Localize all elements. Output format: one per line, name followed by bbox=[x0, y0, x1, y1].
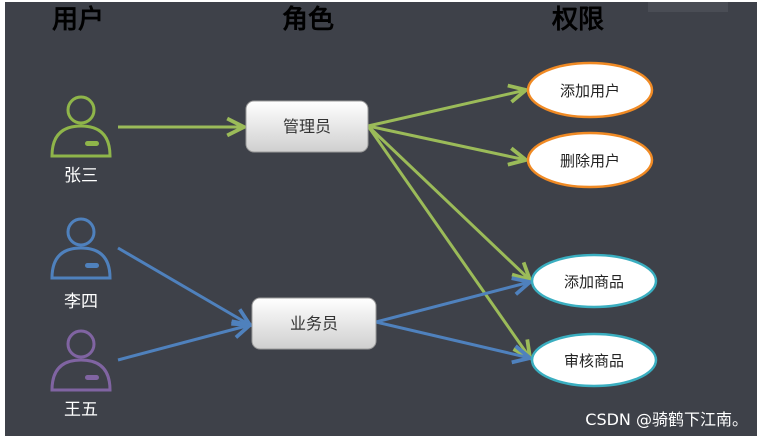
perm-label: 添加用户 bbox=[560, 82, 620, 100]
link-admin-add-user bbox=[367, 90, 526, 128]
user-name: 张三 bbox=[64, 166, 98, 186]
link-admin-review-goods bbox=[366, 125, 530, 358]
role-box bbox=[251, 297, 377, 350]
link-wangwu-staff bbox=[117, 325, 250, 362]
user-body-icon bbox=[50, 124, 112, 158]
user-icon bbox=[66, 217, 96, 247]
heading-roles: 角色 bbox=[282, 4, 334, 35]
link-staff-review-goods bbox=[375, 320, 530, 358]
perm-ellipse bbox=[530, 253, 658, 309]
perm-ellipse bbox=[526, 131, 654, 189]
admin-links bbox=[118, 90, 530, 358]
badge-icon bbox=[85, 263, 99, 268]
user-name: 王五 bbox=[64, 400, 98, 420]
link-staff-add-goods bbox=[375, 282, 530, 324]
role-admin: 管理员 bbox=[245, 100, 369, 153]
corner-blur bbox=[648, 2, 728, 12]
staff-links bbox=[117, 246, 530, 362]
perm-add-goods: 添加商品 bbox=[530, 253, 658, 309]
badge-icon bbox=[85, 375, 99, 380]
watermark: CSDN @骑鹤下江南。 bbox=[585, 410, 748, 429]
perm-label: 删除用户 bbox=[560, 152, 620, 170]
user-body-icon bbox=[50, 358, 112, 392]
link-lisi-staff bbox=[117, 246, 250, 325]
heading-users: 用户 bbox=[52, 4, 104, 35]
perm-label: 添加商品 bbox=[564, 273, 624, 291]
role-staff: 业务员 bbox=[251, 297, 377, 350]
link-admin-delete-user bbox=[367, 124, 526, 160]
perm-add-user: 添加用户 bbox=[526, 61, 654, 119]
role-label: 业务员 bbox=[290, 314, 338, 333]
badge-icon bbox=[85, 141, 99, 146]
perm-ellipse bbox=[526, 61, 654, 119]
top-edge bbox=[5, 0, 757, 2]
heading-permissions: 权限 bbox=[551, 5, 604, 35]
user-icon bbox=[66, 329, 96, 359]
perm-review-goods: 审核商品 bbox=[530, 332, 658, 388]
user-zhangsan: 张三 bbox=[50, 95, 112, 186]
perm-delete-user: 删除用户 bbox=[526, 131, 654, 189]
user-icon bbox=[66, 95, 96, 125]
role-label: 管理员 bbox=[283, 117, 331, 136]
perm-ellipse bbox=[530, 332, 658, 388]
user-lisi: 李四 bbox=[50, 217, 112, 312]
role-box bbox=[245, 100, 369, 153]
user-wangwu: 王五 bbox=[50, 329, 112, 420]
user-body-icon bbox=[50, 246, 112, 280]
link-admin-add-goods bbox=[366, 124, 530, 280]
perm-label: 审核商品 bbox=[564, 352, 624, 370]
user-name: 李四 bbox=[64, 292, 98, 312]
